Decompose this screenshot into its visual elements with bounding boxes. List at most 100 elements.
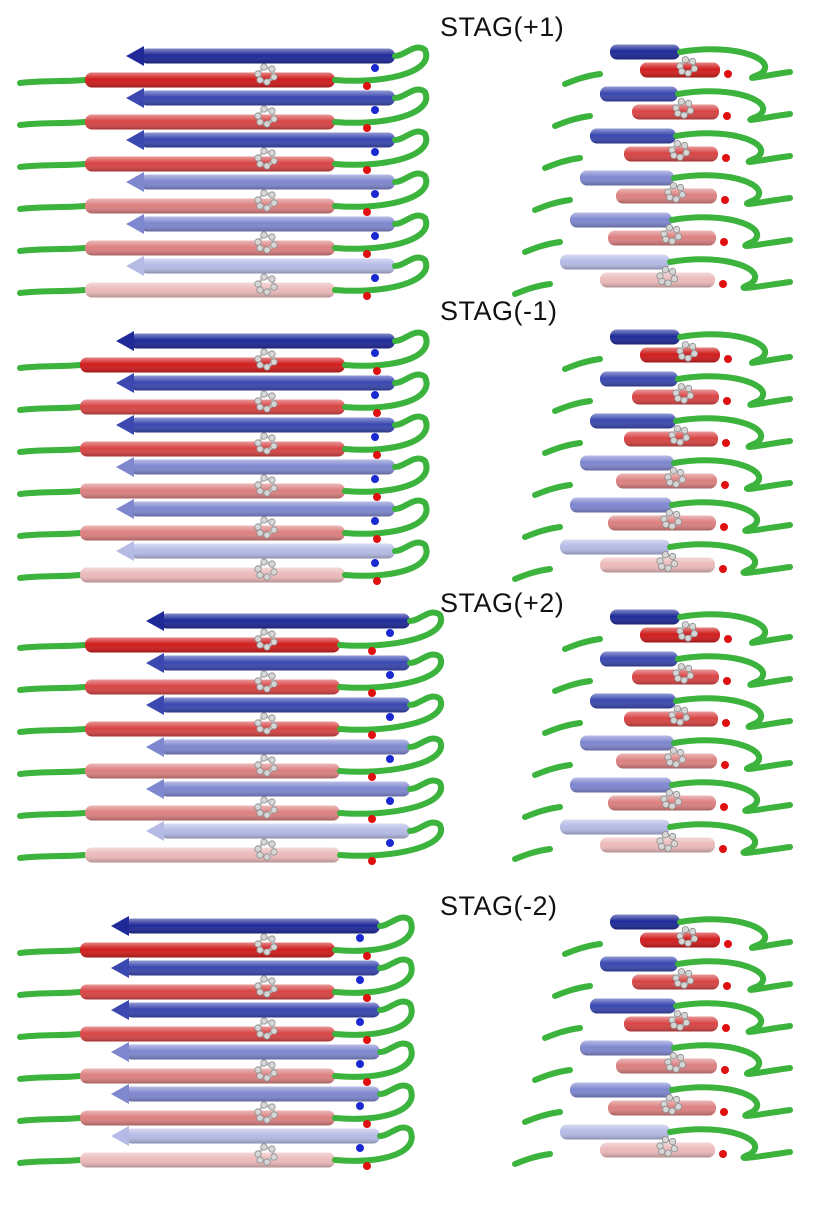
atom: [663, 1106, 669, 1112]
hetero-atom: [721, 196, 729, 204]
hetero-atom: [373, 577, 381, 585]
strand-shading: [125, 1087, 380, 1102]
strand-shading: [570, 498, 672, 513]
atom: [264, 121, 270, 127]
beta-strand: [116, 457, 395, 477]
beta-strand: [85, 157, 335, 172]
hetero-atom: [724, 940, 732, 948]
beta-strand: [146, 821, 410, 841]
atom: [269, 799, 275, 805]
atom: [271, 723, 277, 729]
hetero-atom: [386, 839, 394, 847]
atom: [681, 982, 687, 988]
strand-shading: [140, 133, 395, 148]
atom: [679, 757, 685, 763]
atom: [255, 524, 261, 530]
strand-arrowhead: [126, 172, 144, 192]
beta-strand: [85, 115, 335, 130]
hetero-atom: [722, 719, 730, 727]
beta-strand: [80, 1111, 335, 1126]
atom: [257, 572, 263, 578]
hetero-atom: [723, 397, 731, 405]
atom: [255, 281, 261, 287]
atom: [261, 64, 267, 70]
beta-strand: [560, 820, 670, 835]
atom: [689, 623, 695, 629]
loop-segment: [20, 206, 85, 209]
atom: [257, 989, 263, 995]
beta-strand: [146, 779, 410, 799]
beta-strand: [80, 400, 345, 415]
atom: [659, 563, 665, 569]
strand-shading: [590, 999, 676, 1014]
hetero-atom: [386, 629, 394, 637]
hetero-atom: [363, 166, 371, 174]
strand-shading: [600, 957, 678, 972]
hetero-atom: [723, 112, 731, 120]
strand-shading: [610, 330, 680, 345]
strand-shading: [610, 915, 680, 930]
strand-shading: [600, 652, 678, 667]
beta-strand: [111, 1084, 380, 1104]
strand-shading: [580, 171, 674, 186]
atom: [677, 184, 683, 190]
atom: [261, 629, 267, 635]
atom: [269, 757, 275, 763]
atom: [685, 940, 691, 946]
atom: [673, 481, 679, 487]
hetero-atom: [720, 803, 728, 811]
strand-shading: [125, 1045, 380, 1060]
hetero-atom: [363, 1078, 371, 1086]
strand-shading: [560, 820, 670, 835]
atom: [255, 71, 261, 77]
loop-segment: [565, 944, 600, 954]
strand-shading: [160, 782, 410, 797]
loop-segment: [20, 1034, 80, 1037]
atom: [671, 717, 677, 723]
hetero-atom: [363, 292, 371, 300]
loop-segment: [20, 290, 85, 293]
atom: [261, 755, 267, 761]
beta-strand: [600, 372, 678, 387]
loop-segment: [555, 401, 590, 411]
panel-stag-minus-2: STAG(-2): [20, 891, 790, 1170]
atom: [681, 677, 687, 683]
strand-arrowhead: [146, 737, 164, 757]
atom: [671, 437, 677, 443]
strand-arrowhead: [116, 499, 134, 519]
hetero-atom: [368, 773, 376, 781]
atom: [671, 841, 677, 847]
strand-arrowhead: [111, 1084, 129, 1104]
hetero-atom: [386, 713, 394, 721]
loop-segment: [555, 681, 590, 691]
hetero-atom: [721, 1066, 729, 1074]
hetero-atom: [719, 1150, 727, 1158]
atom: [264, 163, 270, 169]
atom: [269, 1146, 275, 1152]
loop-segment: [535, 200, 570, 210]
loop-segment: [20, 248, 85, 251]
atom: [665, 565, 671, 571]
hetero-atom: [723, 677, 731, 685]
hetero-atom: [368, 857, 376, 865]
strand-shading: [590, 129, 676, 144]
strand-arrowhead: [116, 331, 134, 351]
atom: [255, 356, 261, 362]
loop-segment: [20, 365, 80, 368]
side-view-left: [20, 611, 441, 865]
strand-shading: [160, 698, 410, 713]
atom: [269, 66, 275, 72]
strand-shading: [570, 778, 672, 793]
atom: [665, 1150, 671, 1156]
atom: [678, 969, 684, 975]
atom: [264, 686, 270, 692]
atom: [264, 1159, 270, 1165]
loop-segment: [525, 807, 560, 817]
loop-segment: [515, 569, 550, 579]
atom: [662, 832, 668, 838]
atom: [271, 443, 277, 449]
loop-segment: [545, 158, 580, 168]
atom: [255, 482, 261, 488]
atom: [271, 200, 277, 206]
loop-segment: [20, 407, 80, 410]
